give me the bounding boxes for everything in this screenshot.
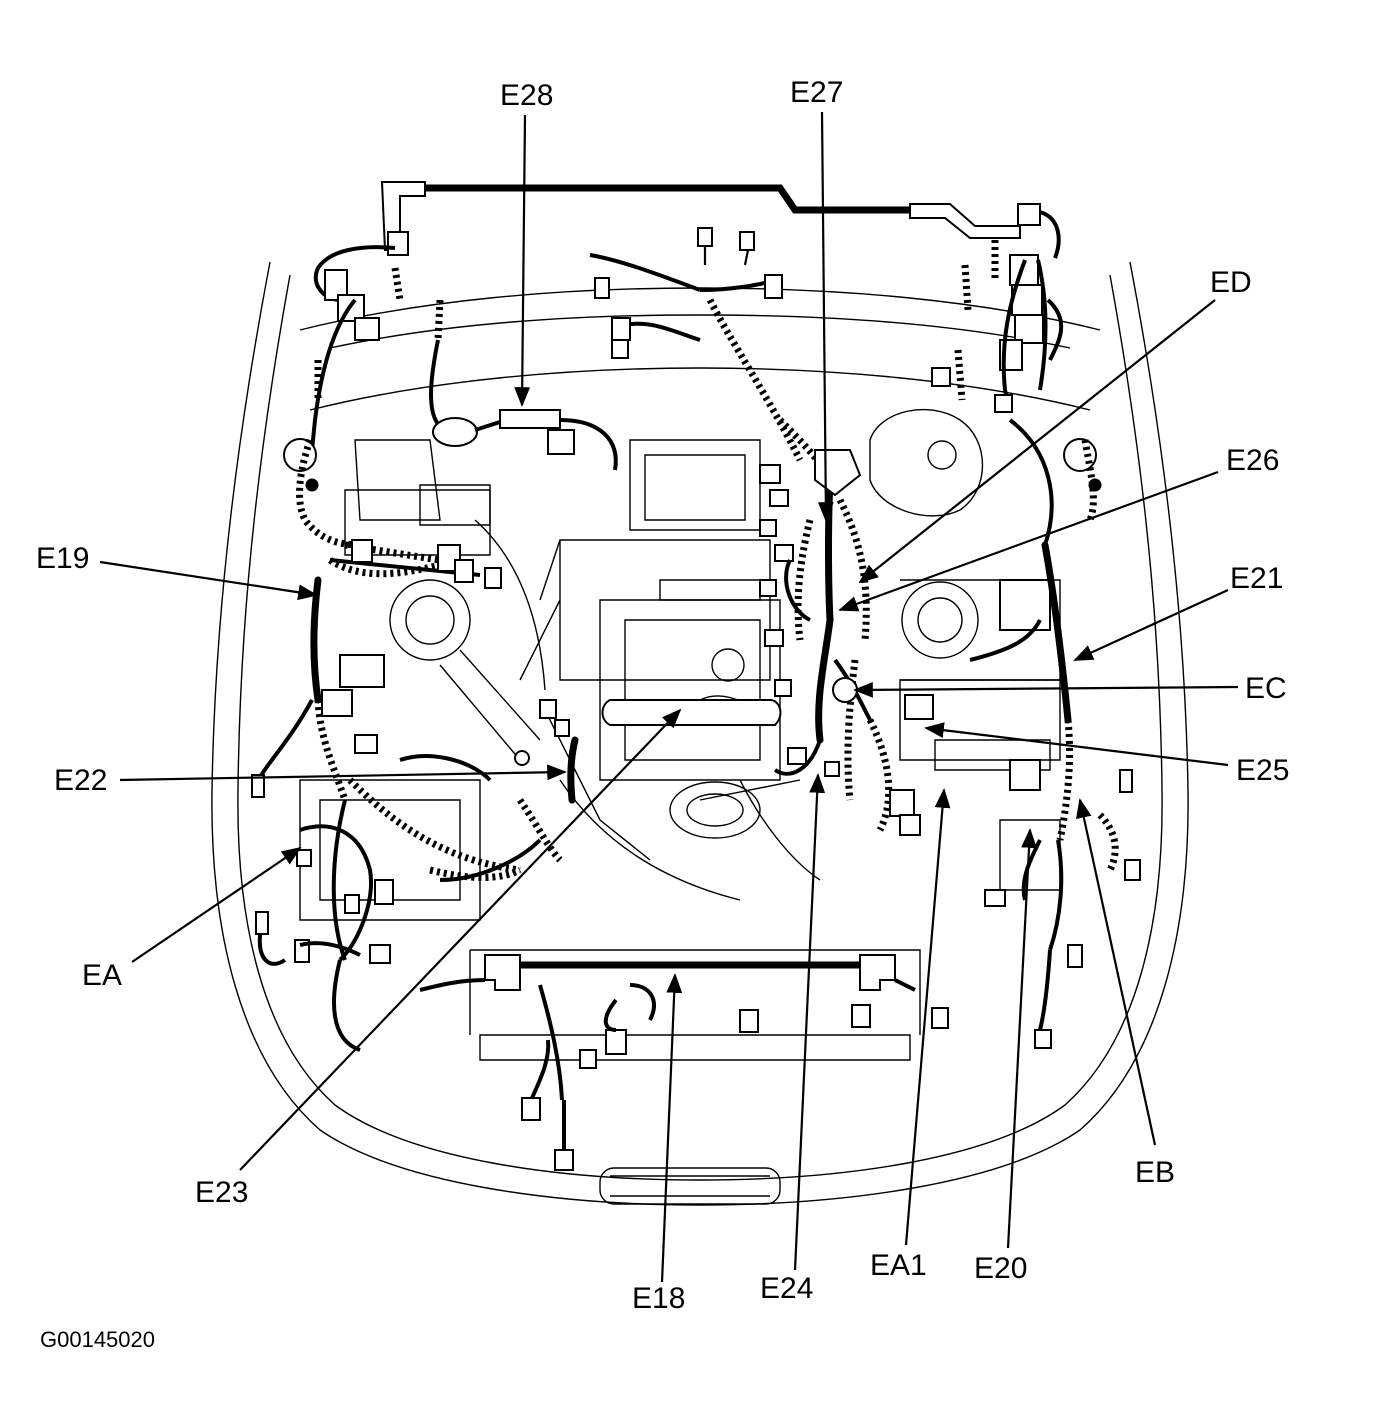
vehicle-body-outline — [211, 261, 1189, 1206]
leader-e25 — [924, 722, 1229, 767]
leader-e23 — [239, 708, 682, 1171]
leader-e24 — [793, 773, 826, 1271]
label-e27: E27 — [790, 76, 843, 109]
leader-ec — [853, 681, 1239, 698]
left-front-grommet — [283, 438, 1102, 492]
callout-labels: E28 E27 ED E26 E19 E21 EC E22 E25 EA E23… — [36, 76, 1289, 1315]
leader-eb — [1076, 798, 1157, 1146]
left-side-harness — [251, 438, 502, 802]
center-top-harness — [589, 227, 834, 482]
right-relay-block — [931, 240, 1064, 413]
left-engine-bay-components — [299, 409, 618, 921]
right-engine-bay-components — [869, 408, 1061, 891]
leader-ea — [131, 846, 302, 963]
label-e24: E24 — [760, 1272, 813, 1305]
front-harness — [419, 954, 949, 1171]
label-ea: EA — [82, 959, 122, 992]
leader-e21 — [1073, 588, 1229, 662]
leader-e18 — [660, 973, 683, 1283]
label-ea1: EA1 — [870, 1249, 927, 1282]
center-harness — [759, 449, 893, 832]
label-e26: E26 — [1226, 444, 1279, 477]
leader-e27 — [817, 111, 834, 522]
label-e20: E20 — [974, 1252, 1027, 1285]
leader-e20 — [1006, 828, 1037, 1249]
label-e28: E28 — [500, 79, 553, 112]
label-e23: E23 — [195, 1176, 248, 1209]
cowl-harness — [380, 181, 1061, 259]
label-e21: E21 — [1230, 562, 1283, 595]
right-side-harness — [969, 418, 1141, 1049]
left-lower-harness — [255, 699, 579, 1052]
label-ed: ED — [1210, 266, 1252, 299]
label-e22: E22 — [54, 764, 107, 797]
label-ec: EC — [1245, 672, 1287, 705]
label-e19: E19 — [36, 542, 89, 575]
left-relay-block — [310, 245, 447, 451]
engine-block — [519, 439, 821, 901]
figure-id: G00145020 — [40, 1327, 155, 1352]
leader-ed — [858, 299, 1216, 584]
leader-e26 — [838, 470, 1219, 612]
label-eb: EB — [1135, 1156, 1175, 1189]
leader-e28 — [514, 114, 531, 407]
leader-ea1 — [904, 788, 951, 1246]
leader-e22 — [119, 764, 567, 782]
label-e18: E18 — [632, 1282, 685, 1315]
label-e25: E25 — [1236, 754, 1289, 787]
callout-leaders — [99, 111, 1239, 1283]
leader-e19 — [99, 560, 318, 601]
